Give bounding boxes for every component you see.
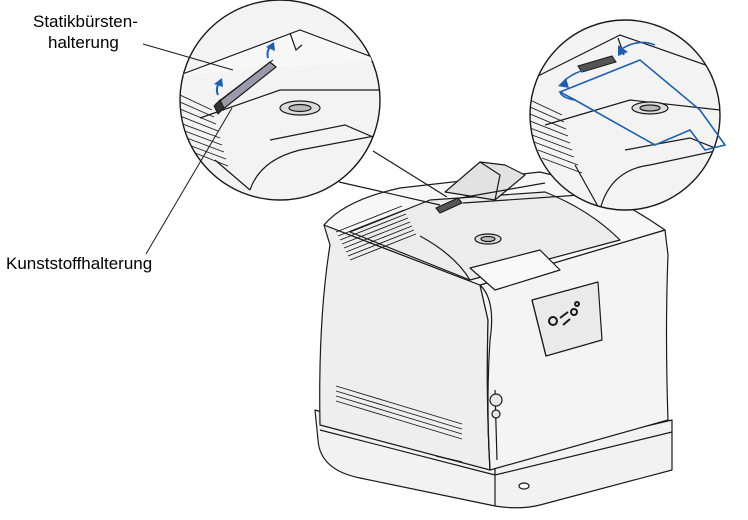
- plastic-holder-label: Kunststoffhalterung: [6, 254, 153, 273]
- plastic-holder-end: [213, 99, 225, 115]
- static-brush-holder-label: Statikbürsten-: [33, 12, 138, 31]
- paper-tray: [314, 409, 673, 509]
- printer-front: [479, 229, 669, 471]
- left-zoom-circle: [179, 0, 381, 201]
- zoom-connectors: [338, 150, 581, 206]
- printer: [314, 161, 673, 509]
- static-brush-holder-label-line2: halterung: [48, 33, 119, 52]
- right-zoom-circle: [529, 19, 727, 211]
- rotate-arrow-icon: [558, 41, 727, 151]
- leader-lines: [142, 43, 234, 255]
- printer-logo-icon: [548, 301, 580, 326]
- static-brush-installed: [577, 55, 617, 73]
- side-vent: [335, 385, 463, 440]
- main-static-brush: [435, 197, 463, 214]
- vent-grille: [335, 205, 417, 261]
